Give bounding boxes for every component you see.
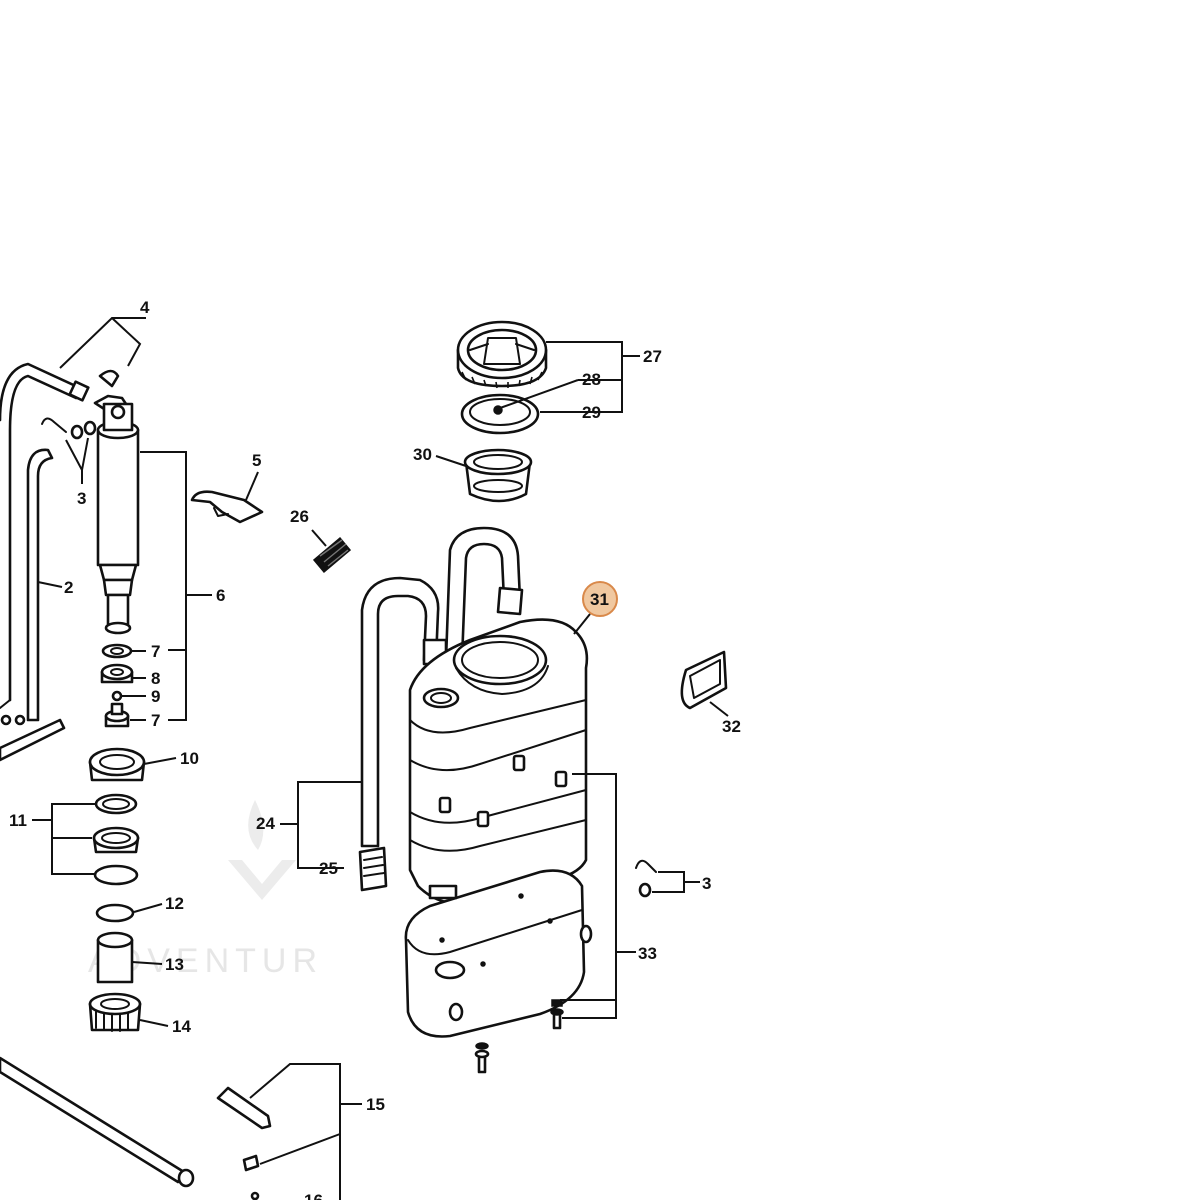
part-2-pipe — [26, 448, 54, 722]
part-25-buckle — [358, 846, 388, 892]
leader-lines — [32, 317, 729, 1200]
callout-16: 16 — [304, 1191, 323, 1200]
tank-assembly — [358, 526, 593, 1074]
tank-nipples — [438, 754, 568, 828]
lance-rod — [0, 1056, 186, 1184]
callout-13: 13 — [165, 955, 184, 974]
callout-9: 9 — [151, 687, 160, 706]
tank-filler-neck — [452, 634, 548, 686]
callout-29: 29 — [582, 403, 601, 422]
part-6-cylinder — [96, 428, 140, 567]
part-15-clip — [216, 1086, 272, 1200]
callout-5: 5 — [252, 451, 261, 470]
callout-14: 14 — [172, 1017, 191, 1036]
callout-10: 10 — [180, 749, 199, 768]
part-11-ring-b — [92, 826, 140, 850]
callout-12: 12 — [165, 894, 184, 913]
callout-26: 26 — [290, 507, 309, 526]
callout-31: 31 — [590, 590, 609, 609]
callout-28: 28 — [582, 370, 601, 389]
callout-8: 8 — [151, 669, 160, 688]
callout-4: 4 — [140, 298, 150, 317]
callout-11: 11 — [9, 811, 27, 830]
callout-7-lower: 7 — [151, 711, 160, 730]
pump-assembly — [0, 362, 195, 1188]
part-5-bracket — [190, 490, 264, 524]
lid-assembly — [456, 320, 548, 503]
part-26-strap — [312, 536, 352, 574]
callout-7-upper: 7 — [151, 642, 160, 661]
callout-31-highlight: 31 — [582, 581, 618, 617]
callout-33: 33 — [638, 944, 657, 963]
callout-27: 27 — [643, 347, 662, 366]
callout-6: 6 — [216, 586, 225, 605]
part-12-oring — [95, 903, 135, 923]
part-4-clip — [98, 369, 120, 388]
callout-labels: 4 3 2 5 6 7 8 9 7 10 11 12 13 14 15 16 2… — [9, 298, 741, 1200]
part-33-base-tray — [404, 869, 586, 1038]
part-4-rod — [0, 362, 82, 702]
callout-32: 32 — [722, 717, 741, 736]
part-11-oring — [93, 864, 139, 886]
callout-30: 30 — [413, 445, 432, 464]
callout-15: 15 — [366, 1095, 385, 1114]
callout-25: 25 — [319, 859, 338, 878]
part-7-washer — [101, 643, 133, 659]
callout-3-left: 3 — [77, 489, 86, 508]
part-9-ball — [111, 690, 123, 702]
callout-3-right: 3 — [702, 874, 711, 893]
tray-screws — [474, 999, 564, 1074]
callout-24: 24 — [256, 814, 275, 833]
callout-2: 2 — [64, 578, 73, 597]
